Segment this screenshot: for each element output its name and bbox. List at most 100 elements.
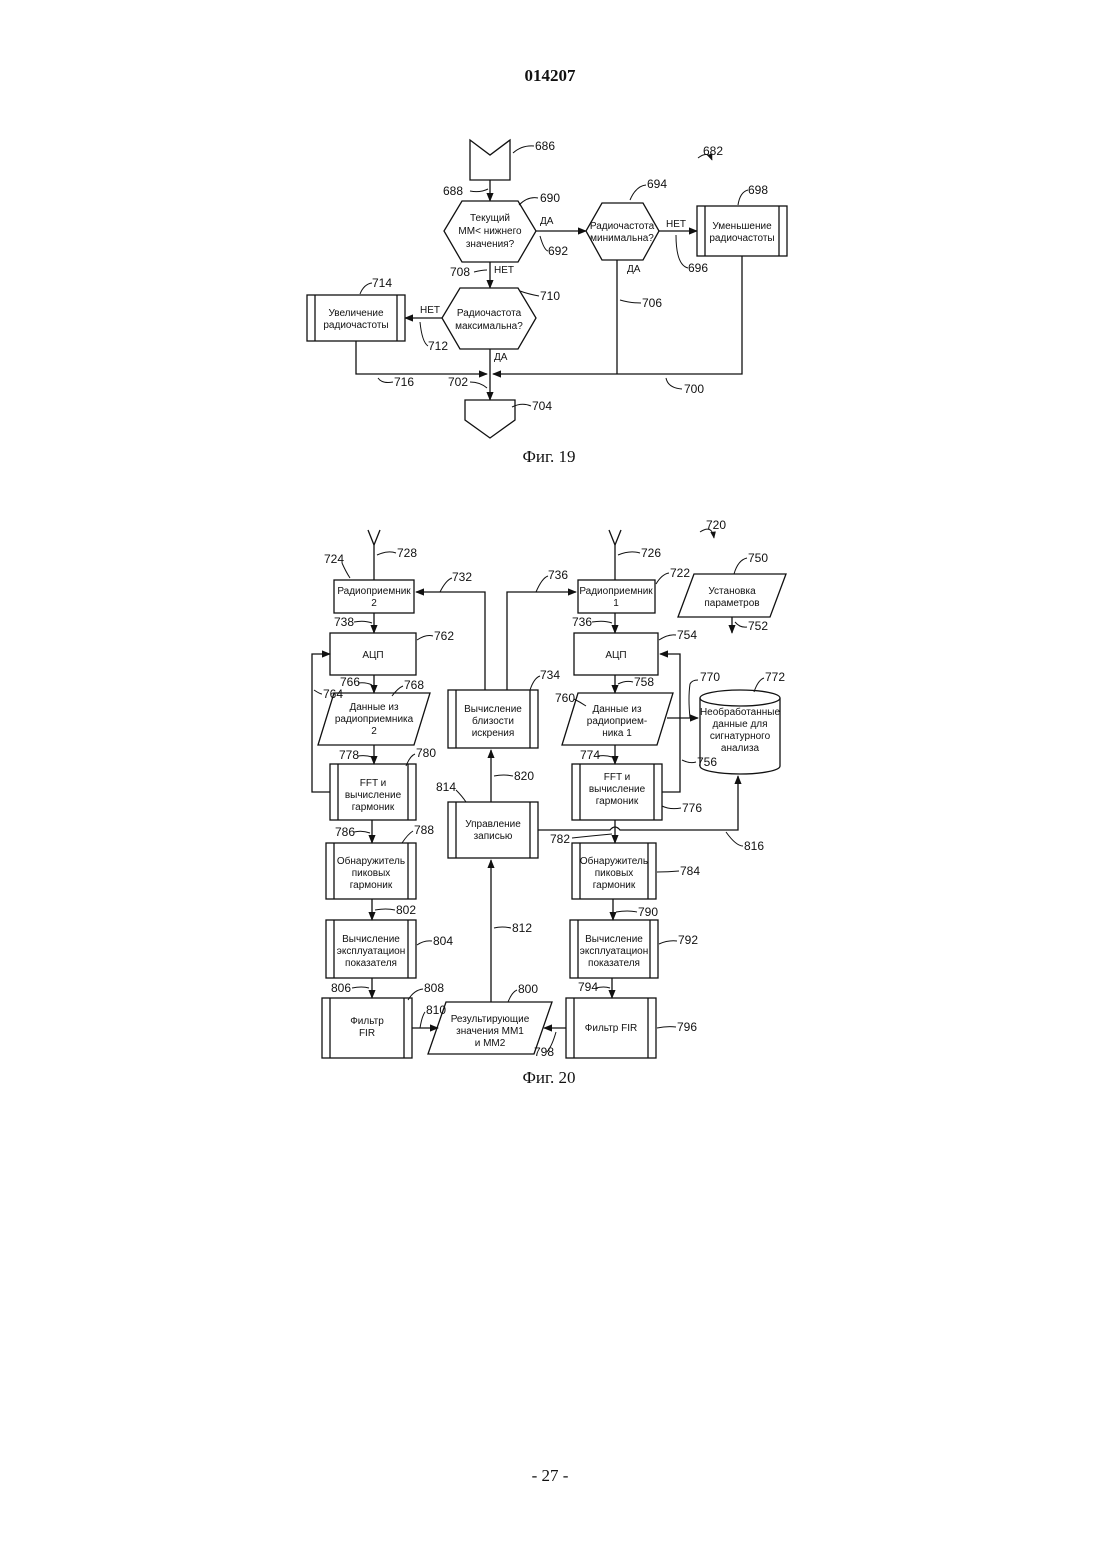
data-800-text-1: Результирующие	[451, 1014, 530, 1025]
process-698-text-2: радиочастоты	[709, 233, 774, 244]
ref-752: 752	[748, 619, 768, 633]
process-792-text-2: эксплуатацион	[580, 946, 649, 957]
process-814-text-2: записью	[474, 831, 513, 842]
data-768-text-2: радиоприемника	[335, 714, 414, 725]
ref-766: 766	[340, 675, 360, 689]
data-750-text-1: Установка	[708, 586, 756, 597]
database-772-text-1: Необработанные	[700, 706, 781, 718]
ref-732: 732	[452, 570, 472, 584]
data-768-text-3: 2	[371, 726, 377, 737]
decision-690-text-1: Текущий	[470, 213, 510, 224]
ref-688: 688	[443, 184, 463, 198]
ref-696: 696	[688, 261, 708, 275]
ref-770: 770	[700, 670, 720, 684]
figure-19-caption: Фиг. 19	[522, 447, 575, 466]
ref-760: 760	[555, 691, 575, 705]
ref-736b: 736	[572, 615, 592, 629]
process-784-text-2: пиковых	[595, 868, 634, 879]
decision-694-text-2: минимальна?	[590, 233, 654, 244]
ref-750: 750	[748, 551, 768, 565]
ref-716: 716	[394, 375, 414, 389]
no-label-696: НЕТ	[666, 219, 686, 230]
ref-816: 816	[744, 839, 764, 853]
ref-772: 772	[765, 670, 785, 684]
ref-778: 778	[339, 748, 359, 762]
ref-798: 798	[534, 1045, 554, 1059]
ref-690: 690	[540, 191, 560, 205]
data-768-text-1: Данные из	[349, 702, 398, 713]
data-760-text-1: Данные из	[592, 704, 641, 715]
ref-780: 780	[416, 746, 436, 760]
ref-736a: 736	[548, 568, 568, 582]
ref-810: 810	[426, 1003, 446, 1017]
end-terminal-704	[465, 400, 515, 438]
decision-694-text-1: Радиочастота	[590, 221, 655, 232]
process-776-text-2: вычисление	[589, 784, 646, 795]
ref-714: 714	[372, 276, 392, 290]
ref-792: 792	[678, 933, 698, 947]
process-784-text-1: Обнаружитель	[580, 855, 648, 867]
process-734-text-2: близости	[472, 715, 514, 727]
process-754-text: АЦП	[605, 650, 626, 661]
ref-762: 762	[434, 629, 454, 643]
ref-820: 820	[514, 769, 534, 783]
decision-710-text-2: максимальна?	[455, 321, 523, 332]
ref-788: 788	[414, 823, 434, 837]
process-796-text: Фильтр FIR	[585, 1023, 637, 1034]
data-800-text-3: и ММ2	[475, 1038, 506, 1049]
ref-814: 814	[436, 780, 456, 794]
ref-698: 698	[748, 183, 768, 197]
ref-728: 728	[397, 546, 417, 560]
ref-794: 794	[578, 980, 598, 994]
data-760-text-2: радиоприем-	[587, 716, 647, 727]
process-804-text-3: показателя	[345, 958, 397, 969]
ref-784: 784	[680, 864, 700, 878]
ref-768: 768	[404, 678, 424, 692]
ref-802: 802	[396, 903, 416, 917]
ref-790: 790	[638, 905, 658, 919]
process-808-text-1: Фильтр	[350, 1016, 384, 1027]
decision-710-text-1: Радиочастота	[457, 308, 522, 319]
database-772-text-3: сигнатурного	[710, 731, 771, 742]
process-804-text-1: Вычисление	[342, 934, 400, 945]
ref-708: 708	[450, 265, 470, 279]
no-label-712: НЕТ	[420, 305, 440, 316]
ref-724: 724	[324, 552, 344, 566]
ref-782: 782	[550, 832, 570, 846]
ref-808: 808	[424, 981, 444, 995]
ref-804: 804	[433, 934, 453, 948]
process-724-text-2: 2	[371, 598, 377, 609]
ref-720: 720	[706, 518, 726, 532]
process-722-text-2: 1	[613, 598, 619, 609]
ref-704: 704	[532, 399, 552, 413]
process-734-text-3: искрения	[472, 728, 515, 739]
ref-812: 812	[512, 921, 532, 935]
decision-690-text-2: ММ< нижнего	[458, 226, 522, 237]
decision-690-text-3: значения?	[466, 239, 515, 250]
process-722-text-1: Радиоприемник	[579, 586, 653, 597]
data-760-text-3: ника 1	[602, 728, 632, 739]
process-780-text-1: FFT и	[360, 778, 387, 789]
process-804-text-2: эксплуатацион	[337, 946, 406, 957]
process-780-text-2: вычисление	[345, 790, 402, 801]
process-780-text-3: гармоник	[352, 802, 395, 813]
ref-726: 726	[641, 546, 661, 560]
ref-700: 700	[684, 382, 704, 396]
ref-776: 776	[682, 801, 702, 815]
data-750-text-2: параметров	[704, 598, 759, 609]
ref-756: 756	[697, 755, 717, 769]
ref-806: 806	[331, 981, 351, 995]
process-714-text-1: Увеличение	[328, 308, 384, 319]
database-772-text-2: данные для	[712, 719, 767, 730]
start-terminal-686	[470, 140, 510, 180]
figure-19: Текущий ММ< нижнего значения? ДА Радиоча…	[307, 139, 787, 466]
process-788-text-2: пиковых	[352, 868, 391, 879]
process-814-text-1: Управление	[465, 819, 521, 830]
process-788-text-3: гармоник	[350, 880, 393, 891]
database-772-text-4: анализа	[721, 743, 760, 754]
ref-722: 722	[670, 566, 690, 580]
process-762-text: АЦП	[362, 650, 383, 661]
process-788-text-1: Обнаружитель	[337, 855, 405, 867]
page-number: - 27 -	[0, 1466, 1100, 1486]
